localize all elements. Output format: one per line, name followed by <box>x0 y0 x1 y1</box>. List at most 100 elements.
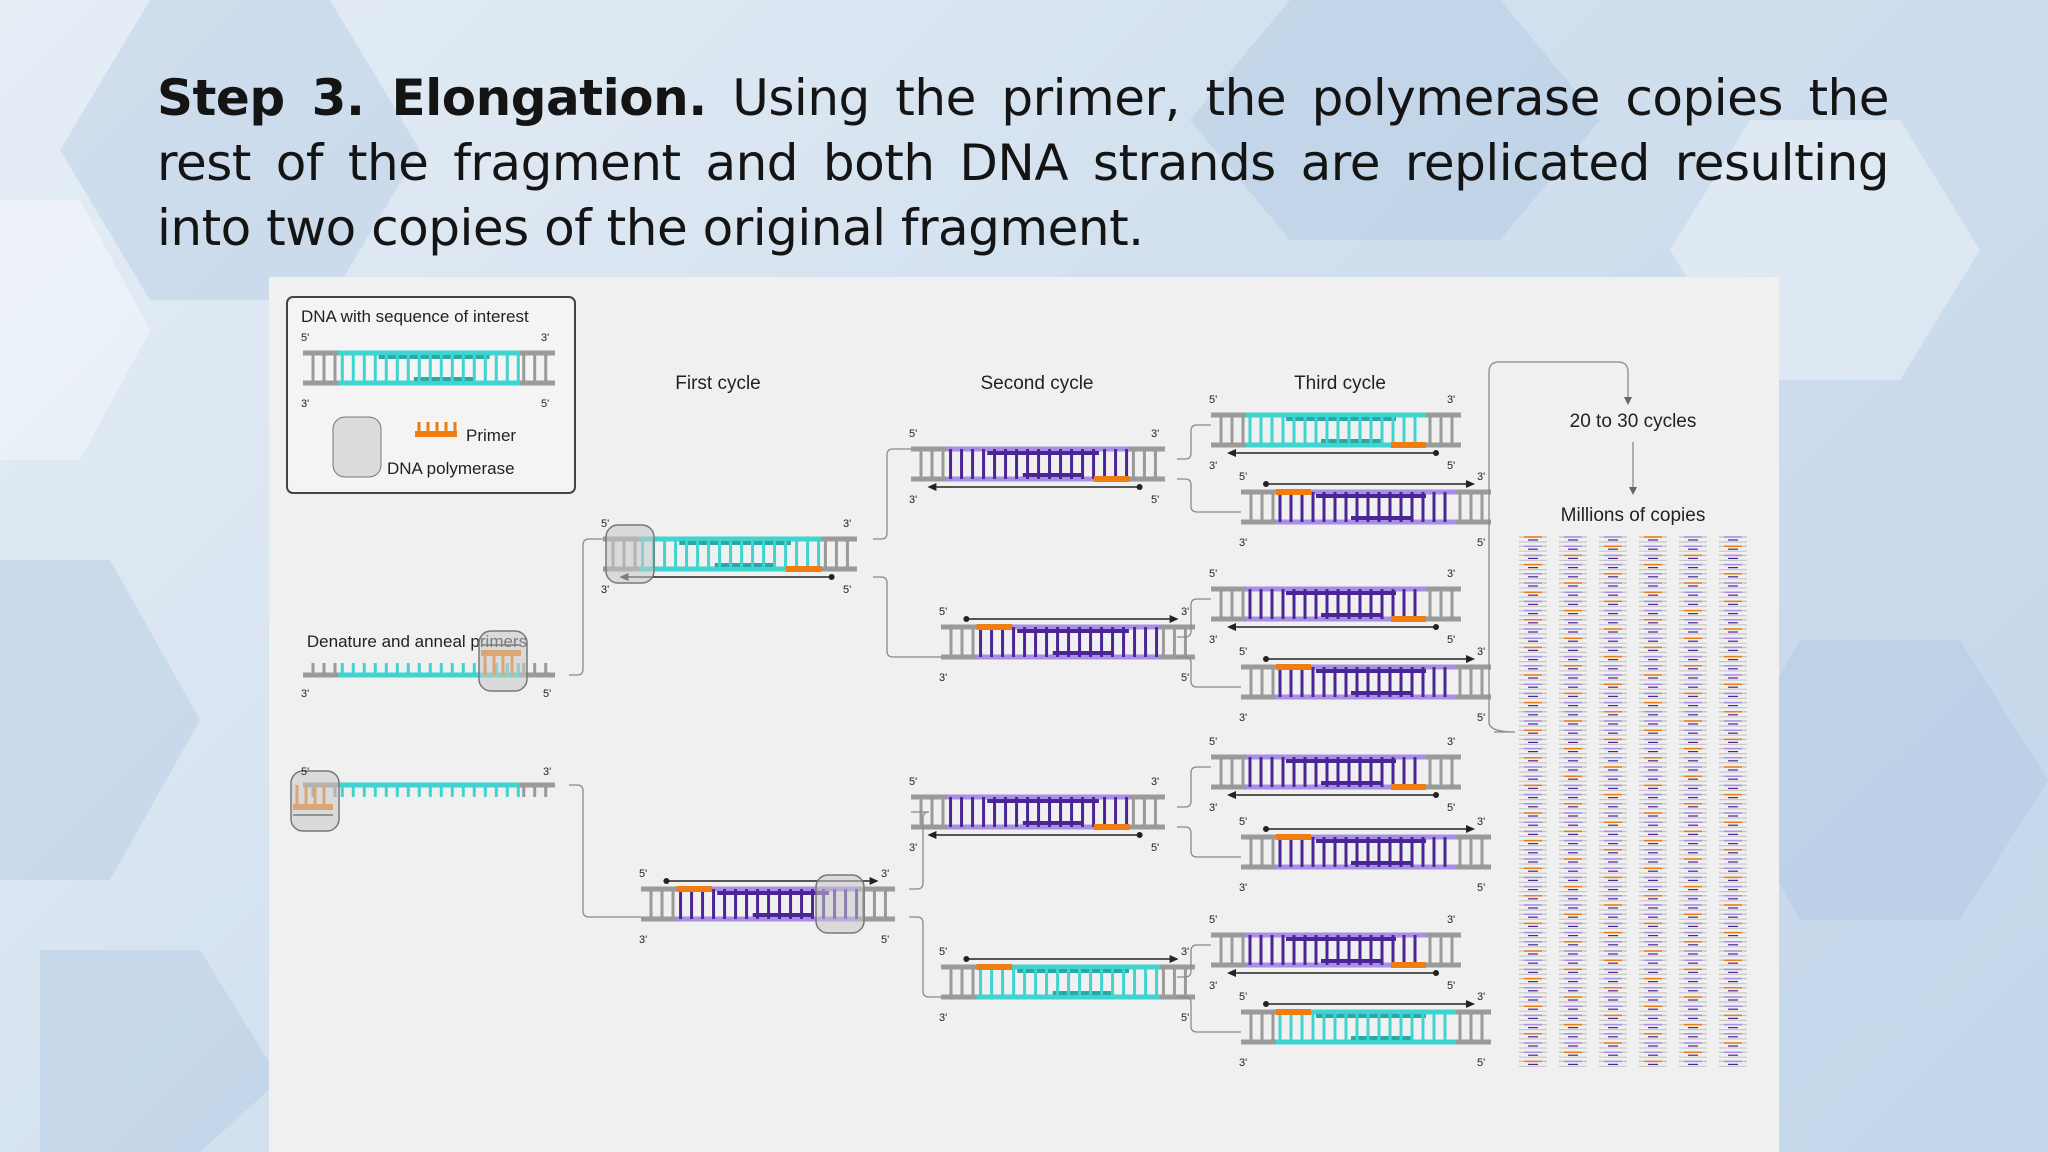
copy-duplex-mini <box>1519 1033 1547 1040</box>
copy-duplex-mini <box>1719 554 1747 561</box>
copy-duplex-mini <box>1679 839 1707 847</box>
copy-duplex-mini <box>1719 766 1747 773</box>
copy-duplex-mini <box>1679 858 1707 865</box>
copy-duplex-mini <box>1719 619 1747 626</box>
copy-duplex-mini <box>1679 1023 1707 1031</box>
copy-duplex-mini <box>1559 968 1587 976</box>
copy-duplex-mini <box>1519 839 1547 847</box>
copy-duplex-mini <box>1719 793 1747 801</box>
copy-duplex-mini <box>1519 600 1547 607</box>
copy-duplex-mini <box>1679 655 1707 663</box>
copy-duplex-mini <box>1559 711 1587 718</box>
label-5prime: 5' <box>1209 394 1217 406</box>
copy-duplex-mini <box>1599 655 1627 663</box>
label-5prime: 5' <box>541 398 549 410</box>
copy-duplex-mini <box>1599 1005 1627 1012</box>
label-3prime: 3' <box>881 868 889 880</box>
copy-duplex-mini <box>1559 683 1587 690</box>
copy-duplex-mini <box>1559 913 1587 920</box>
copy-duplex-mini <box>1519 1014 1547 1022</box>
copy-duplex-mini <box>1639 885 1667 893</box>
copy-duplex-mini <box>1719 545 1747 552</box>
label-3prime: 3' <box>1209 980 1217 992</box>
copy-duplex-mini <box>1719 996 1747 1003</box>
copy-duplex-mini <box>1599 738 1627 745</box>
copy-duplex-mini <box>1519 849 1547 856</box>
copy-duplex-mini <box>1599 1033 1627 1040</box>
dna-polymerase-blob <box>815 874 865 934</box>
copy-duplex-mini <box>1639 655 1667 663</box>
label-3prime: 3' <box>1181 606 1189 618</box>
label-5prime: 5' <box>1151 842 1159 854</box>
copy-duplex-mini <box>1639 977 1667 985</box>
copy-duplex-mini <box>1599 628 1627 635</box>
copy-duplex-mini <box>1519 1023 1547 1031</box>
copy-duplex-mini <box>1559 931 1587 939</box>
label-3prime: 3' <box>301 398 309 410</box>
label-3prime: 3' <box>1151 428 1159 440</box>
copy-duplex-mini <box>1679 885 1707 893</box>
copy-duplex-mini <box>1519 1042 1547 1049</box>
copy-duplex-mini <box>1559 701 1587 709</box>
label-3prime: 3' <box>1477 646 1485 658</box>
copy-duplex-mini <box>1639 573 1667 580</box>
copy-duplex-mini <box>1719 655 1747 663</box>
copy-duplex-mini <box>1639 849 1667 856</box>
copy-duplex-mini <box>1719 830 1747 838</box>
copy-duplex-mini <box>1519 913 1547 920</box>
copy-duplex-mini <box>1559 959 1587 966</box>
copy-duplex-mini <box>1559 692 1587 699</box>
copy-duplex-mini <box>1639 692 1667 699</box>
label-3prime: 3' <box>1239 537 1247 549</box>
copy-duplex-mini <box>1599 830 1627 838</box>
copy-duplex-mini <box>1519 554 1547 561</box>
copy-duplex-mini <box>1599 729 1627 736</box>
copy-duplex-mini <box>1599 968 1627 976</box>
copy-duplex-mini <box>1719 720 1747 727</box>
first-cycle-label: First cycle <box>675 373 761 394</box>
copy-duplex-mini <box>1719 1042 1747 1049</box>
label-5prime: 5' <box>1181 1012 1189 1024</box>
copy-duplex-mini <box>1599 619 1627 626</box>
copy-duplex-mini <box>1599 646 1627 653</box>
copy-duplex-mini <box>1599 591 1627 598</box>
copy-duplex-mini <box>1519 858 1547 865</box>
copy-duplex-mini <box>1559 1033 1587 1040</box>
second-cycle-label: Second cycle <box>980 373 1093 394</box>
connector-first-to-second-3 <box>909 811 930 890</box>
label-5prime: 5' <box>1477 712 1485 724</box>
copy-duplex-mini <box>1559 536 1587 543</box>
label-5prime: 5' <box>1209 914 1217 926</box>
copy-duplex-mini <box>1519 803 1547 810</box>
copy-duplex-mini <box>1719 683 1747 690</box>
copy-duplex-mini <box>1639 996 1667 1003</box>
copy-duplex-mini <box>1719 839 1747 847</box>
connector-second-to-third-8 <box>1177 996 1241 1033</box>
second-cycle-duplex-4: 5'3'3'5' <box>939 946 1195 1024</box>
copy-duplex-mini <box>1519 1051 1547 1058</box>
label-5prime: 5' <box>1447 980 1455 992</box>
copy-duplex-mini <box>1639 1014 1667 1022</box>
copy-duplex-mini <box>1679 701 1707 709</box>
copy-duplex-mini <box>1559 1014 1587 1022</box>
copy-duplex-mini <box>1559 1060 1587 1068</box>
copy-duplex-mini <box>1599 895 1627 902</box>
label-5prime: 5' <box>601 518 609 530</box>
copy-duplex-mini <box>1519 563 1547 571</box>
copy-duplex-mini <box>1519 582 1547 589</box>
copy-duplex-mini <box>1719 692 1747 699</box>
copy-duplex-mini <box>1719 904 1747 911</box>
copy-duplex-mini <box>1679 729 1707 736</box>
copy-duplex-mini <box>1639 821 1667 828</box>
copy-duplex-mini <box>1599 757 1627 764</box>
copy-duplex-mini <box>1639 683 1667 690</box>
copy-duplex-mini <box>1559 803 1587 810</box>
label-5prime: 5' <box>1239 991 1247 1003</box>
copy-duplex-mini <box>1559 885 1587 893</box>
copy-duplex-mini <box>1719 563 1747 571</box>
millions-copies-label: Millions of copies <box>1561 505 1706 526</box>
copy-duplex-mini <box>1599 885 1627 893</box>
label-3prime: 3' <box>1447 736 1455 748</box>
connector-first-to-second-2 <box>873 576 941 658</box>
